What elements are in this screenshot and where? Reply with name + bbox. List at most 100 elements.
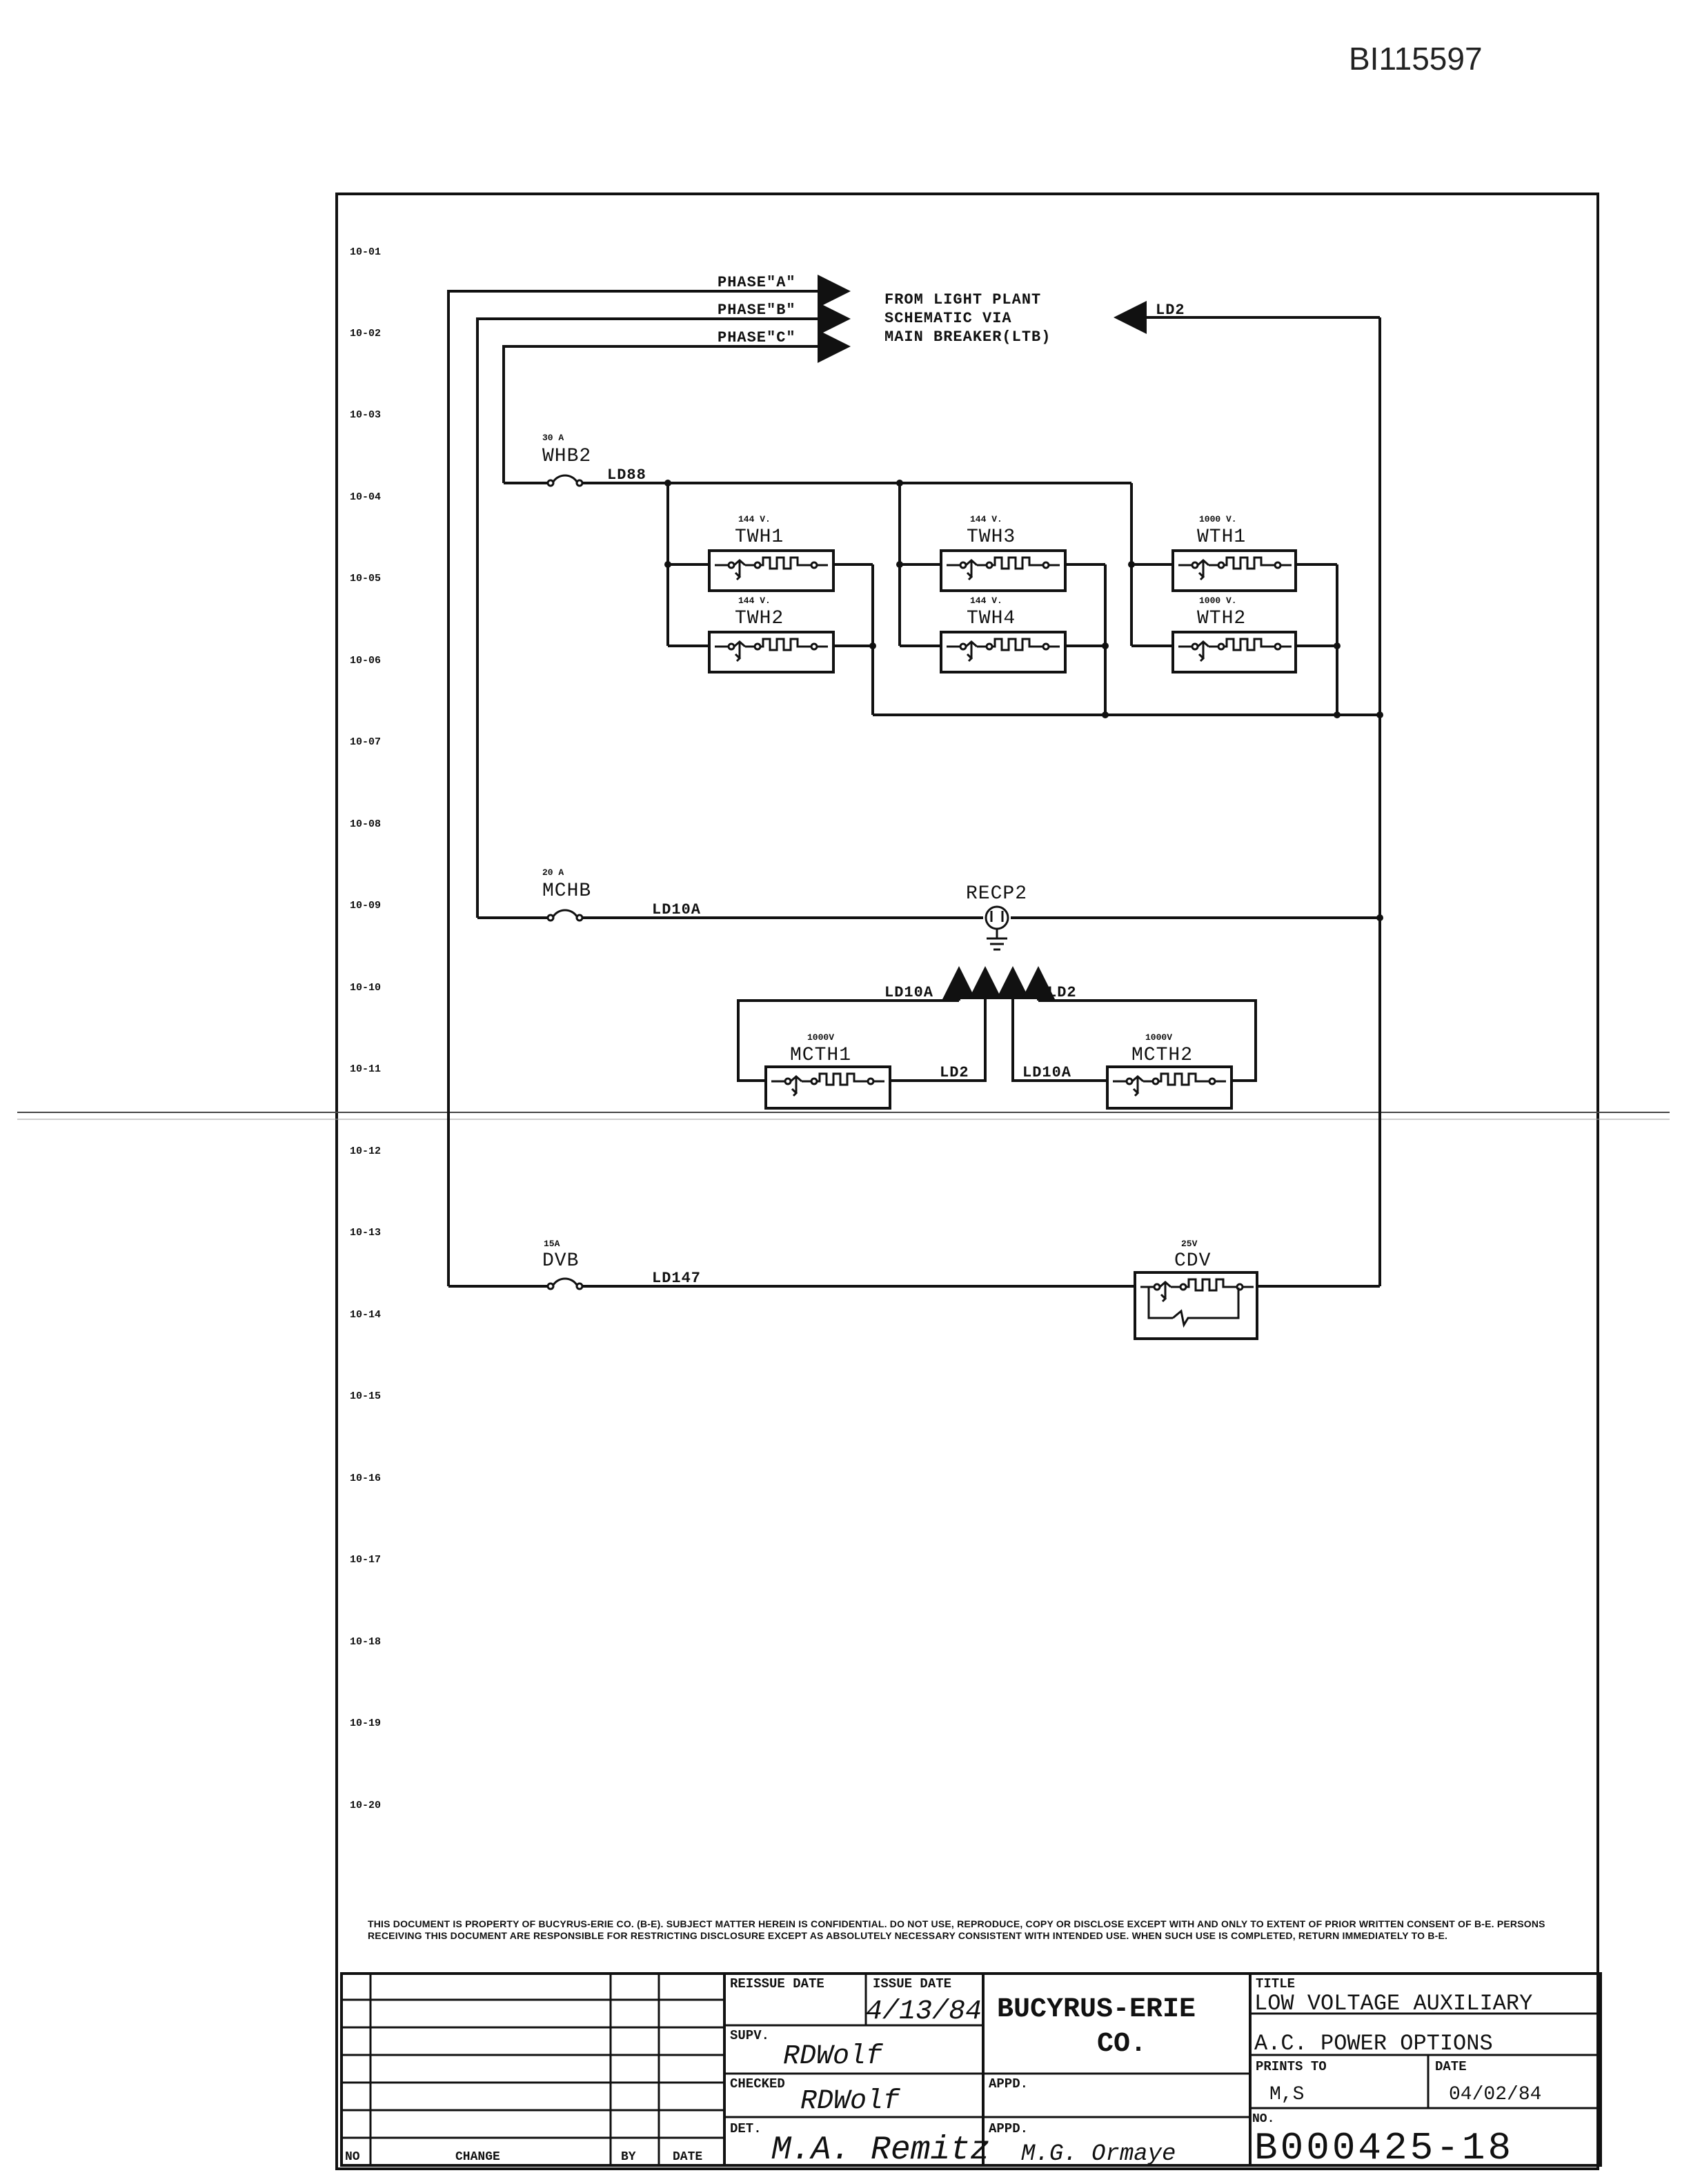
svg-text:144 V.: 144 V. [738, 514, 771, 524]
row-number: 10-02 [350, 328, 381, 340]
phase-c-label: PHASE"C" [718, 329, 796, 346]
svg-text:144 V.: 144 V. [970, 596, 1002, 606]
drawing-frame [335, 193, 1599, 2170]
row-number: 10-05 [350, 573, 381, 584]
company-name: BUCYRUS-ERIE [997, 1994, 1196, 2025]
mchb-label: MCHB [542, 881, 591, 902]
date-label: DATE [1435, 2059, 1467, 2074]
svg-text:RECP2: RECP2 [966, 883, 1027, 905]
appd-label: APPD. [989, 2076, 1028, 2092]
heater-wth2: 1000 V. WTH2 [1171, 596, 1297, 673]
heater-twh1: 144 V. TWH1 [708, 514, 835, 592]
heater-twh4: 144 V. TWH4 [940, 596, 1067, 673]
receptacle-recp2: RECP2 [966, 883, 1027, 951]
heater-cdv: 25V CDV [1134, 1239, 1258, 1340]
ld88-label: LD88 [607, 466, 646, 484]
ld2-up-label: LD2 [1047, 984, 1077, 1001]
prints-to-label: PRINTS TO [1256, 2059, 1327, 2074]
row-number: 10-09 [350, 900, 381, 912]
ld2-mcth1-label: LD2 [940, 1064, 969, 1081]
row-number: 10-17 [350, 1554, 381, 1566]
row-number: 10-19 [350, 1718, 381, 1729]
phase-a-label: PHASE"A" [718, 274, 796, 291]
phase-c-line [502, 330, 851, 483]
row-number: 10-12 [350, 1145, 381, 1157]
supv-signature: RDWolf [783, 2041, 883, 2072]
mchb-rating: 20 A [542, 867, 564, 878]
confidentiality-notice: THIS DOCUMENT IS PROPERTY OF BUCYRUS-ERI… [368, 1918, 1545, 1941]
svg-text:144 V.: 144 V. [970, 514, 1002, 524]
det-label: DET. [730, 2121, 762, 2136]
reissue-date-label: REISSUE DATE [730, 1976, 824, 1991]
mcth-circuit: LD10A LD2 LD10A LD2 [737, 966, 1257, 1082]
ld10a-up-label: LD10A [884, 984, 933, 1001]
svg-text:WTH2: WTH2 [1197, 608, 1246, 629]
prints-to-value: M,S [1269, 2084, 1304, 2105]
company-suffix: CO. [1097, 2029, 1147, 2060]
issue-date-label: ISSUE DATE [873, 1976, 951, 1991]
svg-text:144 V.: 144 V. [738, 596, 771, 606]
ld147-label: LD147 [652, 1270, 701, 1287]
row-number: 10-14 [350, 1309, 381, 1321]
row-number: 10-13 [350, 1227, 381, 1239]
rev-no-header: NO [345, 2150, 360, 2164]
row-number: 10-11 [350, 1063, 381, 1075]
drawing-no-label: NO. [1252, 2112, 1274, 2126]
heater-mcth2: 1000V MCTH2 [1106, 1032, 1233, 1110]
title-block: NO CHANGE BY DATE REISSUE DATE ISSUE DAT… [340, 1972, 1602, 2170]
appd-signature: M.G. Ormaye [1021, 2141, 1176, 2167]
source-note-line: SCHEMATIC VIA [884, 310, 1012, 327]
svg-text:TWH2: TWH2 [735, 608, 784, 629]
phase-feed: PHASE"A" PHASE"B" PHASE"C" FROM LIGHT PL… [447, 274, 1380, 1286]
source-note-line: FROM LIGHT PLANT [884, 291, 1041, 308]
checked-label: CHECKED [730, 2076, 785, 2092]
title-line-1: LOW VOLTAGE AUXILIARY [1254, 1991, 1532, 2016]
row-number: 10-04 [350, 491, 381, 503]
row-number: 10-08 [350, 818, 381, 830]
dvb-circuit: 15A DVB LD147 [448, 1239, 1380, 1290]
svg-text:CDV: CDV [1174, 1250, 1211, 1272]
phase-a-line [447, 275, 851, 1286]
mchb-circuit: 20 A MCHB LD10A [477, 867, 1383, 922]
svg-text:MCTH1: MCTH1 [790, 1045, 851, 1066]
row-number: 10-06 [350, 655, 381, 667]
svg-text:1000 V.: 1000 V. [1199, 596, 1237, 606]
det-signature: M.A. Remitz [771, 2132, 990, 2169]
heater-mcth1: 1000V MCTH1 [764, 1032, 891, 1110]
title-line-2: A.C. POWER OPTIONS [1254, 2031, 1493, 2056]
row-number: 10-07 [350, 736, 381, 748]
row-numbers: 10-01 10-02 10-03 10-04 10-05 10-06 10-0… [350, 246, 381, 1811]
date-value: 04/02/84 [1449, 2084, 1541, 2105]
svg-text:1000 V.: 1000 V. [1199, 514, 1237, 524]
whb2-circuit: 30 A WHB2 LD88 [504, 433, 1383, 718]
supv-label: SUPV. [730, 2028, 769, 2043]
svg-text:TWH1: TWH1 [735, 527, 784, 548]
heater-wth1: 1000 V. WTH1 [1171, 514, 1297, 592]
phase-b-line [476, 302, 851, 918]
whb2-rating: 30 A [542, 433, 564, 443]
ld10a-mcth2-label: LD10A [1022, 1064, 1071, 1081]
whb2-label: WHB2 [542, 446, 591, 467]
drawing-number: B000425-18 [1254, 2126, 1514, 2170]
appd-label-2: APPD. [989, 2121, 1028, 2136]
row-number: 10-01 [350, 246, 381, 258]
checked-signature: RDWolf [800, 2086, 900, 2117]
svg-text:25V: 25V [1181, 1239, 1198, 1249]
document-id: BI115597 [1349, 41, 1483, 77]
rev-change-header: CHANGE [455, 2150, 500, 2164]
row-number: 10-03 [350, 409, 381, 421]
dvb-label: DVB [542, 1250, 579, 1272]
ld10a-label: LD10A [652, 901, 701, 918]
row-number: 10-16 [350, 1473, 381, 1484]
svg-text:MCTH2: MCTH2 [1131, 1045, 1193, 1066]
row-number: 10-15 [350, 1390, 381, 1402]
row-number: 10-18 [350, 1636, 381, 1648]
svg-text:1000V: 1000V [1145, 1032, 1172, 1043]
phase-b-label: PHASE"B" [718, 302, 796, 319]
heater-twh3: 144 V. TWH3 [940, 514, 1067, 592]
source-note-line: MAIN BREAKER(LTB) [884, 328, 1051, 346]
rev-date-header: DATE [673, 2150, 702, 2164]
svg-text:1000V: 1000V [807, 1032, 834, 1043]
title-label: TITLE [1256, 1976, 1295, 1991]
